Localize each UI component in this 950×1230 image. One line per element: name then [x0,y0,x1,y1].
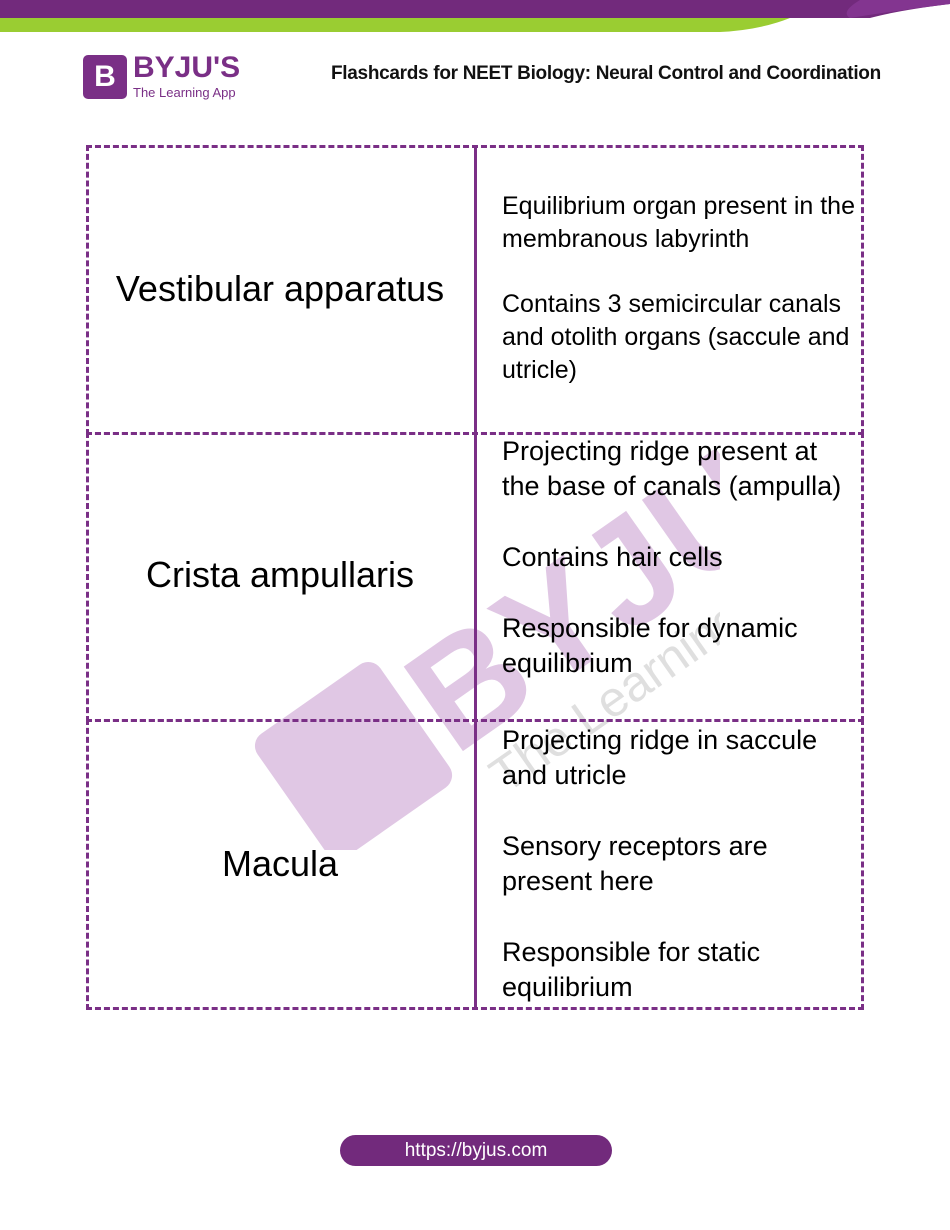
logo-tagline: The Learning App [133,85,236,100]
definition-line: Sensory receptors are present here [502,831,768,896]
website-link[interactable]: https://byjus.com [340,1135,612,1166]
logo-mark: B [83,55,127,99]
logo-name: BYJU'S [133,51,241,84]
definition-line: Responsible for dynamic equilibrium [502,613,798,678]
definition-line: Contains hair cells [502,542,723,572]
definition-crista-ampullaris: Projecting ridge present at the base of … [502,434,857,717]
definition-vestibular-apparatus: Equilibrium organ present in the membran… [502,190,857,419]
definition-line: Equilibrium organ present in the membran… [502,192,855,253]
term-crista-ampullaris: Crista ampullaris [145,554,415,595]
definition-line: Responsible for static equilibrium [502,937,761,1002]
definition-line: Projecting ridge present at the base of … [502,436,842,501]
column-divider [474,145,477,1010]
definition-line: Contains 3 semicircular canals and otoli… [502,290,850,384]
page-title: Flashcards for NEET Biology: Neural Cont… [331,63,881,84]
byjus-logo: B BYJU'S The Learning App [83,51,248,101]
term-macula: Macula [221,843,339,884]
definition-macula: Projecting ridge in saccule and utricle … [502,723,857,1041]
term-vestibular-apparatus: Vestibular apparatus [115,268,445,309]
definition-line: Projecting ridge in saccule and utricle [502,725,818,790]
header-banner [0,0,950,34]
